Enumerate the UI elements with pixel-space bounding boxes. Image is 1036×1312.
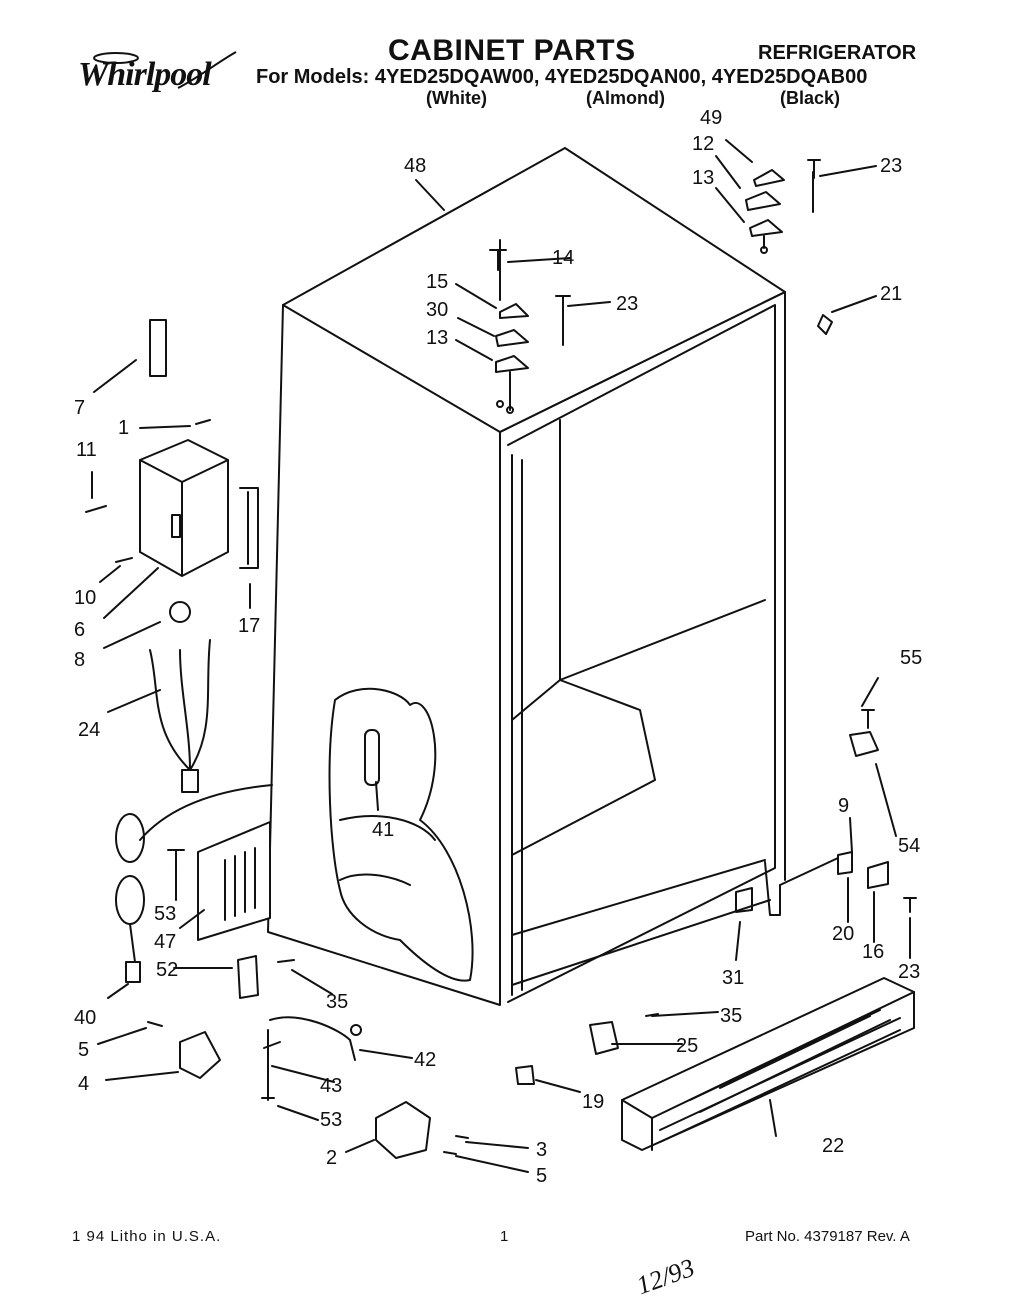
callout-12: 12 (692, 133, 714, 155)
callout-40: 40 (74, 1007, 96, 1029)
cabinet-shell (267, 147, 786, 1006)
callout-22: 22 (822, 1135, 844, 1157)
logo-swoosh-icon (93, 51, 237, 89)
power-cord-and-panel (115, 784, 273, 983)
callout-48: 48 (404, 155, 426, 177)
callout-10: 10 (74, 587, 96, 609)
callout-17: 17 (238, 615, 260, 637)
logo-wordmark: Whirlpool (78, 56, 212, 93)
callout-25: 25 (676, 1035, 698, 1057)
page-number: 1 (500, 1228, 509, 1245)
callout-23: 23 (898, 961, 920, 983)
callout-13: 13 (692, 167, 714, 189)
plug-part-21 (817, 314, 833, 335)
part-number: Part No. 4379187 Rev. A (745, 1228, 910, 1245)
callout-4: 4 (78, 1073, 89, 1095)
callout-20: 20 (832, 923, 854, 945)
clip-part-31 (735, 887, 753, 913)
callout-42: 42 (414, 1049, 436, 1071)
callout-2: 2 (326, 1147, 337, 1169)
leader-arrows (91, 139, 911, 1173)
callout-23: 23 (616, 293, 638, 315)
callout-41: 41 (372, 819, 394, 841)
print-info: 1 94 Litho in U.S.A. (72, 1228, 222, 1245)
callout-21: 21 (880, 283, 902, 305)
leveler-part-25 (589, 1021, 619, 1055)
callout-24: 24 (78, 719, 100, 741)
callout-7: 7 (74, 397, 85, 419)
callout-15: 15 (426, 271, 448, 293)
hinge-top-fresh-food (745, 169, 833, 335)
drain-tube-part (364, 729, 380, 786)
color-variant-almond: (Almond) (586, 88, 665, 108)
callout-8: 8 (74, 649, 85, 671)
callout-35: 35 (326, 991, 348, 1013)
callout-54: 54 (898, 835, 920, 857)
clip-part-43 (263, 1029, 281, 1101)
cutaway-condenser-area (328, 687, 474, 982)
callout-31: 31 (722, 967, 744, 989)
callout-55: 55 (900, 647, 922, 669)
models-line: For Models: 4YED25DQAW00, 4YED25DQAN00, … (256, 66, 868, 88)
callout-47: 47 (154, 931, 176, 953)
toe-grille-part-22 (621, 977, 915, 1151)
callout-52: 52 (156, 959, 178, 981)
callout-53: 53 (320, 1109, 342, 1131)
callout-5: 5 (78, 1039, 89, 1061)
bracket-part-17 (239, 487, 259, 569)
tube-part-42 (269, 1016, 356, 1061)
bottom-parts (179, 731, 889, 1159)
callout-9: 9 (838, 795, 849, 817)
callout-13: 13 (426, 327, 448, 349)
roller-part-4 (179, 1031, 221, 1079)
product-category: REFRIGERATOR (758, 42, 917, 64)
roller-part-2 (375, 1101, 431, 1159)
callout-5: 5 (536, 1165, 547, 1187)
relay-part-7 (149, 319, 167, 377)
callout-35: 35 (720, 1005, 742, 1027)
callout-16: 16 (862, 941, 884, 963)
callout-6: 6 (74, 619, 85, 641)
callout-43: 43 (320, 1075, 342, 1097)
callout-49: 49 (700, 107, 722, 129)
part-callout-numbers: 49 12 23 13 48 14 15 23 30 13 21 7 1 11 … (74, 107, 922, 1187)
callout-23: 23 (880, 155, 902, 177)
callout-14: 14 (552, 247, 574, 269)
whirlpool-logo: Whirlpool (78, 48, 246, 100)
callout-11: 11 (76, 439, 97, 461)
bracket-part-54 (849, 731, 879, 757)
callout-3: 3 (536, 1139, 547, 1161)
callout-1: 1 (118, 417, 129, 439)
page-title: CABINET PARTS (388, 34, 636, 67)
bracket-part-52 (237, 955, 259, 999)
color-variant-black: (Black) (780, 88, 841, 108)
callout-30: 30 (426, 299, 448, 321)
callout-19: 19 (582, 1091, 604, 1113)
electrical-box-assembly (139, 319, 259, 793)
color-variant-white: (White) (426, 88, 487, 108)
clip-part-19 (515, 1065, 535, 1085)
callout-53: 53 (154, 903, 176, 925)
